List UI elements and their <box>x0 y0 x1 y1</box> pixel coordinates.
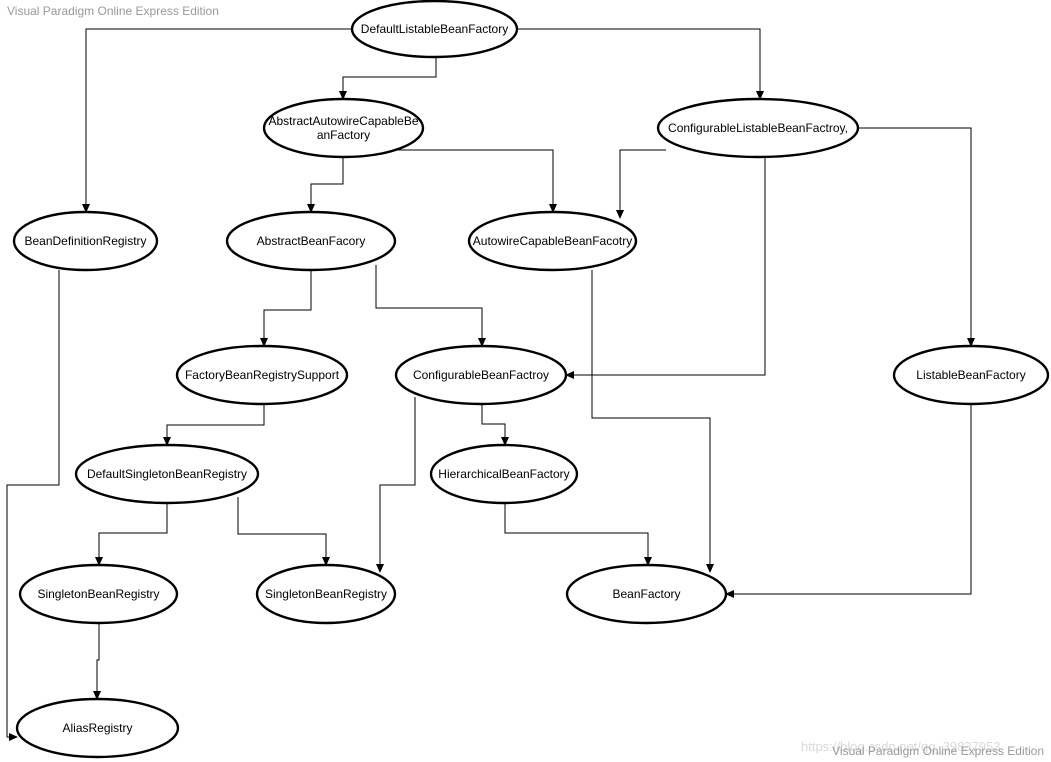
watermark-url: https://blog.csdn.net/qq_39837953 <box>801 739 1001 754</box>
edge-n8-n13 <box>376 397 416 573</box>
watermark-bottom-right: Visual Paradigm Online Express Edition <box>832 744 1044 758</box>
node-n15[interactable]: AliasRegistry <box>15 697 180 759</box>
edge-n3-n6 <box>616 149 666 219</box>
node-shape[interactable] <box>175 344 349 406</box>
node-label: anFactory <box>317 128 370 142</box>
node-n13[interactable]: SingletonBeanRegistry <box>255 563 397 625</box>
edge-n8-n11 <box>481 404 509 446</box>
edge-n2-n6 <box>398 149 557 213</box>
edge-n2-n5 <box>307 157 344 213</box>
node-n6[interactable]: AutowireCapableBeanFacotry <box>467 210 638 272</box>
edge-n11-n14 <box>504 503 652 566</box>
edge-n3-n9 <box>858 127 975 347</box>
node-label: SingletonBeanRegistry <box>37 587 159 601</box>
node-n5[interactable]: AbstractBeanFacory <box>225 210 397 272</box>
edge-n5-n8 <box>375 265 486 347</box>
node-label: BeanFactory <box>612 587 680 601</box>
node-shape[interactable] <box>255 563 397 625</box>
node-n11[interactable]: HierarchicalBeanFactory <box>429 443 579 505</box>
node-shape[interactable] <box>467 210 638 272</box>
node-n14[interactable]: BeanFactory <box>565 563 728 625</box>
edge-n12-n15 <box>93 623 101 700</box>
node-n10[interactable]: DefaultSingletonBeanRegistry <box>74 443 260 505</box>
watermark-top-left: Visual Paradigm Online Express Edition <box>7 4 219 18</box>
node-n8[interactable]: ConfigurableBeanFactroy <box>394 344 568 406</box>
node-shape[interactable] <box>262 97 425 159</box>
node-shape[interactable] <box>350 0 519 59</box>
node-label: ListableBeanFactory <box>916 368 1025 382</box>
edge-n5-n7 <box>260 270 312 347</box>
node-shape[interactable] <box>15 697 180 759</box>
edge-n1-n4 <box>82 28 352 213</box>
node-label: AutowireCapableBeanFacotry <box>473 234 632 248</box>
node-label: DefaultListableBeanFactory <box>361 22 508 36</box>
node-label: FactoryBeanRegistrySupport <box>185 368 340 382</box>
node-n12[interactable]: SingletonBeanRegistry <box>18 563 179 625</box>
edge-n3-n8 <box>565 157 766 379</box>
node-shape[interactable] <box>225 210 397 272</box>
node-label: ConfigurableBeanFactroy <box>413 368 549 382</box>
node-label: DefaultSingletonBeanRegistry <box>87 467 247 481</box>
nodes-layer: DefaultListableBeanFactoryAbstractAutowi… <box>12 0 1050 759</box>
node-label: AbstractBeanFacory <box>257 234 366 248</box>
node-label: HierarchicalBeanFactory <box>438 467 569 481</box>
edge-n1-n3 <box>517 28 764 100</box>
edge-n7-n10 <box>163 404 265 446</box>
node-label: BeanDefinitionRegistry <box>24 234 146 248</box>
edge-n10-n12 <box>95 503 168 566</box>
edge-n6-n14 <box>591 270 714 573</box>
node-label: AliasRegistry <box>62 721 132 735</box>
node-label: ConfigurableListableBeanFactroy, <box>668 121 848 135</box>
edge-n4-n15 <box>6 270 60 741</box>
node-shape[interactable] <box>892 344 1050 406</box>
node-shape[interactable] <box>565 563 728 625</box>
node-label: SingletonBeanRegistry <box>265 587 387 601</box>
edge-n10-n13 <box>237 497 330 566</box>
node-n3[interactable]: ConfigurableListableBeanFactroy, <box>656 97 860 159</box>
node-shape[interactable] <box>394 344 568 406</box>
node-label: AbstractAutowireCapableBe <box>268 114 418 128</box>
node-n9[interactable]: ListableBeanFactory <box>892 344 1050 406</box>
edge-n1-n2 <box>339 57 437 100</box>
edges-layer <box>6 28 975 741</box>
node-n4[interactable]: BeanDefinitionRegistry <box>12 210 159 272</box>
node-shape[interactable] <box>12 210 159 272</box>
node-shape[interactable] <box>429 443 579 505</box>
node-shape[interactable] <box>74 443 260 505</box>
edge-n9-n14 <box>725 404 972 598</box>
node-n1[interactable]: DefaultListableBeanFactory <box>350 0 519 59</box>
node-n7[interactable]: FactoryBeanRegistrySupport <box>175 344 349 406</box>
node-shape[interactable] <box>18 563 179 625</box>
node-shape[interactable] <box>656 97 860 159</box>
